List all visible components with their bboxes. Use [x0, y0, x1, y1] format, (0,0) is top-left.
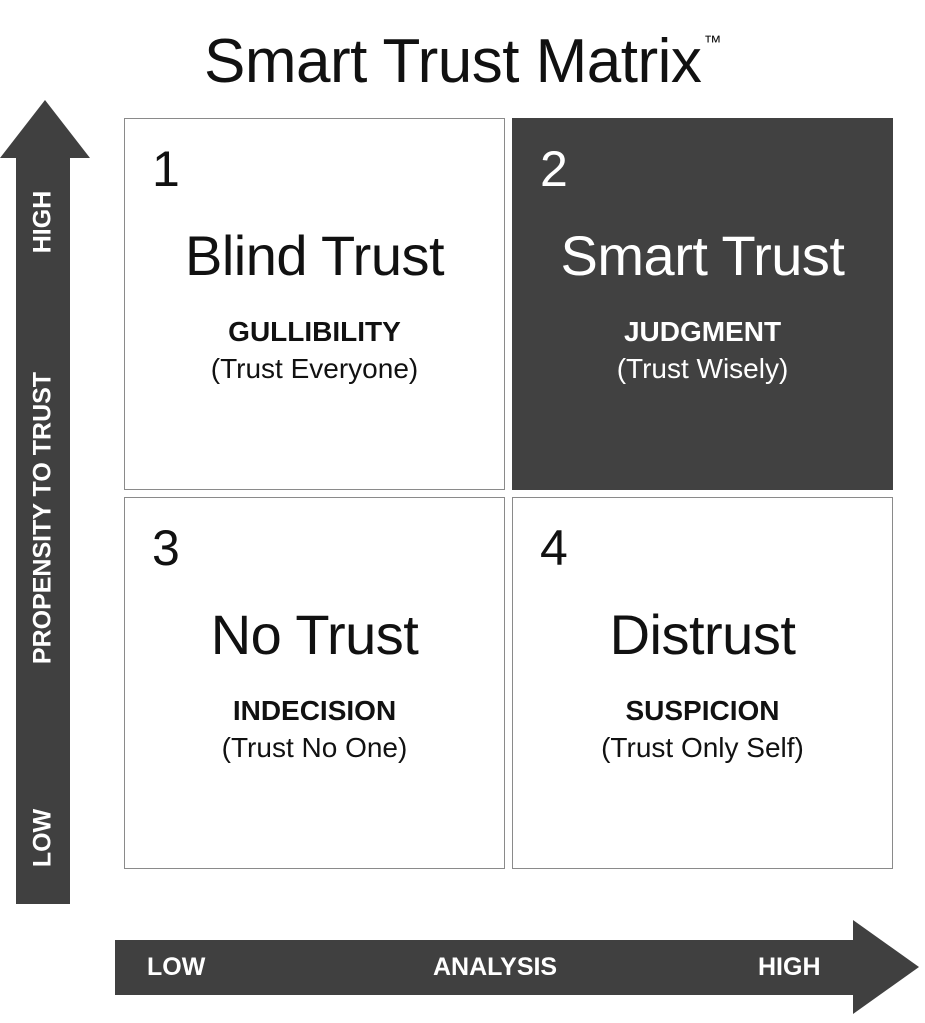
x-axis-shaft: [115, 940, 855, 995]
quadrant-description: (Trust Wisely): [616, 353, 789, 384]
quadrant-description: (Trust Only Self): [601, 732, 804, 763]
x-axis-low-label: LOW: [147, 953, 206, 981]
y-axis-arrow: [0, 100, 90, 905]
quadrant-name: Distrust: [609, 603, 796, 666]
quadrant-smart-trust: 2 Smart Trust JUDGMENT (Trust Wisely): [512, 118, 893, 490]
quadrant-distrust: 4 Distrust SUSPICION (Trust Only Self): [512, 497, 893, 869]
quadrant-keyword: INDECISION: [232, 695, 397, 726]
x-axis-high-label: HIGH: [758, 953, 821, 981]
y-axis-shaft: [16, 156, 70, 904]
quadrant-number: 2: [540, 141, 568, 197]
quadrant-name: Smart Trust: [560, 224, 845, 287]
title-text: Smart Trust Matrix: [204, 27, 702, 96]
x-axis-arrowhead: [853, 920, 919, 1014]
quadrant-name: Blind Trust: [184, 224, 445, 287]
x-axis-arrow: LOW ANALYSIS HIGH: [115, 920, 920, 1015]
quadrant-number: 3: [152, 520, 180, 576]
quadrant-number: 4: [540, 520, 568, 576]
quadrant-keyword: JUDGMENT: [623, 316, 782, 347]
quadrant-no-trust: 3 No Trust INDECISION (Trust No One): [124, 497, 505, 869]
quadrant-name: No Trust: [210, 603, 419, 666]
quadrant-blind-trust: 1 Blind Trust GULLIBILITY (Trust Everyon…: [124, 118, 505, 490]
y-axis-arrowhead: [0, 100, 90, 158]
quadrant-number: 1: [152, 141, 180, 197]
trademark-symbol: ™: [703, 32, 721, 52]
quadrant-keyword: SUSPICION: [625, 695, 780, 726]
y-axis-low-label: LOW: [28, 808, 57, 868]
y-axis-title: PROPENSITY TO TRUST: [28, 371, 57, 665]
quadrant-description: (Trust No One): [221, 732, 408, 763]
y-axis-high-label: HIGH: [28, 190, 57, 254]
quadrant-description: (Trust Everyone): [210, 353, 419, 384]
quadrant-keyword: GULLIBILITY: [228, 316, 401, 347]
x-axis-title: ANALYSIS: [433, 953, 558, 981]
